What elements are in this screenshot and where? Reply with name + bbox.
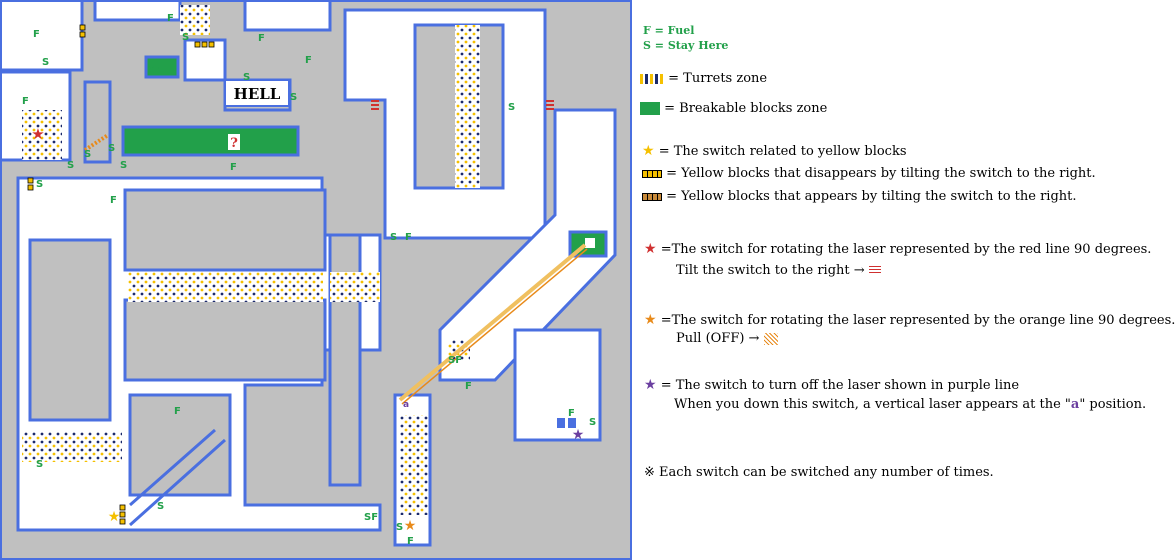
- fuel-marker: F: [22, 96, 29, 107]
- orange-star-icon: ★: [644, 312, 657, 328]
- legend-red-switch-2: Tilt the switch to the right →: [676, 263, 865, 278]
- yellow-appear-blocks-icon: [642, 192, 662, 201]
- legend-purple-switch-2b: a: [1070, 397, 1080, 412]
- stay-marker: S: [182, 32, 189, 43]
- stay-fuel-marker: SF: [148, 65, 162, 76]
- fuel-marker: F: [258, 33, 265, 44]
- legend-orange-switch-2: Pull (OFF) →: [676, 331, 760, 346]
- breakable-zone-main: [121, 125, 300, 157]
- map-markers: F S F S F F SF S S F S S S S F S F S S F…: [22, 13, 596, 547]
- legend-turrets: = Turrets zone: [668, 71, 768, 86]
- stay-marker: S: [290, 92, 297, 103]
- legend-purple-switch-2c: " position.: [1079, 397, 1147, 412]
- yellow-star-icon: ★: [642, 143, 655, 159]
- laser-position-label: a: [403, 400, 409, 410]
- legend-note: ※ Each switch can be switched any number…: [644, 465, 994, 480]
- stay-marker: S: [36, 179, 43, 190]
- yellow-switch-star[interactable]: ★: [108, 509, 121, 525]
- fuel-marker: F: [110, 195, 117, 206]
- fuel-marker: F: [407, 536, 414, 547]
- stay-marker: S: [42, 57, 49, 68]
- fuel-marker: F: [405, 232, 412, 243]
- purple-switch-star[interactable]: ★: [572, 427, 585, 443]
- purple-star-icon: ★: [644, 377, 657, 393]
- yellow-blocks: [27, 24, 215, 525]
- fuel-marker: F: [33, 29, 40, 40]
- fuel-marker: F: [465, 381, 472, 392]
- stay-marker: S: [243, 72, 250, 83]
- legend-stay: S = Stay Here: [643, 39, 729, 52]
- fuel-marker: F: [167, 13, 174, 24]
- stay-fuel-marker: SF: [364, 512, 378, 523]
- breakable-swatch-icon: [640, 102, 660, 115]
- breakable-zone-right-inner: [585, 238, 595, 248]
- legend-yellow-appear: = Yellow blocks that appears by tilting …: [666, 189, 1077, 204]
- stay-marker: S: [120, 160, 127, 171]
- diagonal-wall: [129, 428, 216, 507]
- legend-yellow-switch: = The switch related to yellow blocks: [658, 144, 907, 159]
- stay-marker: S: [390, 232, 397, 243]
- stay-marker: S: [84, 149, 91, 160]
- stay-marker: S: [508, 102, 515, 113]
- stay-marker: S: [396, 522, 403, 533]
- yellow-disappear-blocks-icon: [642, 169, 662, 178]
- legend-red-switch-1: =The switch for rotating the laser repre…: [660, 242, 1152, 257]
- stay-marker: S: [589, 417, 596, 428]
- legend-purple-switch-2a: When you down this switch, a vertical la…: [674, 397, 1071, 412]
- blue-block: [568, 418, 576, 428]
- red-laser-icon: [868, 266, 881, 275]
- turret-swatch-icon: [640, 73, 664, 84]
- red-switch-star[interactable]: ★: [31, 125, 44, 143]
- stay-fuel-marker: SF: [448, 355, 462, 366]
- legend-fuel: F = Fuel: [643, 24, 695, 37]
- orange-switch-star[interactable]: ★: [404, 518, 417, 534]
- breakable-zone-small: [144, 55, 180, 79]
- legend-orange-switch-1: =The switch for rotating the laser repre…: [660, 313, 1175, 328]
- blue-block: [557, 418, 565, 428]
- mystery-label: ?: [230, 136, 238, 151]
- legend-panel: F = Fuel S = Stay Here = Turrets zone = …: [632, 0, 1175, 560]
- hell-box: [224, 79, 290, 107]
- turret-zones: [22, 5, 480, 515]
- stay-marker: S: [157, 501, 164, 512]
- level-map: HELL ? a ★ ★ ★ ★ F S F S F F SF S S F S …: [0, 0, 632, 560]
- red-star-icon: ★: [644, 241, 657, 257]
- orange-laser-icon: [763, 332, 778, 345]
- map-border: [0, 0, 632, 560]
- mystery-box: [228, 134, 240, 150]
- diagonal-wall: [128, 438, 227, 527]
- legend-breakable: = Breakable blocks zone: [664, 101, 828, 116]
- stay-marker: S: [36, 459, 43, 470]
- legend-yellow-disappear: = Yellow blocks that disappears by tilti…: [666, 166, 1096, 181]
- fuel-marker: F: [174, 406, 181, 417]
- fuel-marker: F: [305, 55, 312, 66]
- laser-lines: [83, 100, 588, 405]
- legend-purple-switch-1: = The switch to turn off the laser shown…: [660, 378, 1020, 393]
- stay-marker: S: [108, 143, 115, 154]
- stay-marker: S: [67, 160, 74, 171]
- fuel-marker: F: [568, 408, 575, 419]
- fuel-marker: F: [230, 162, 237, 173]
- hell-label: HELL: [234, 85, 281, 103]
